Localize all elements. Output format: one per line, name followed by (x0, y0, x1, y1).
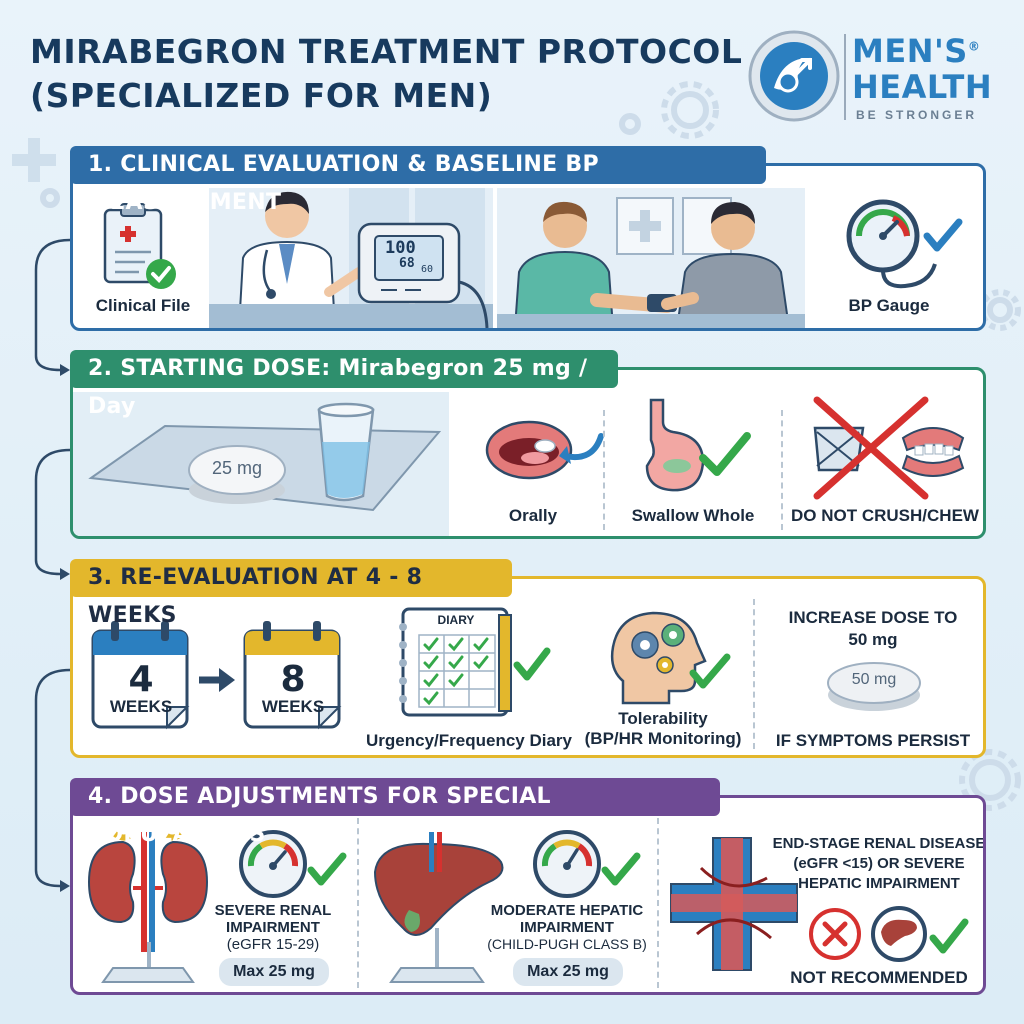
do-not-crush-label: DO NOT CRUSH/CHEW (791, 506, 979, 525)
hepatic-line-3: (CHILD-PUGH CLASS B) (487, 936, 647, 952)
diary-label: Urgency/Frequency Diary (366, 731, 572, 750)
renal-line-2: IMPAIRMENT (226, 919, 320, 936)
bp-gauge-label: BP Gauge (848, 296, 930, 315)
section-3-panel: 4 WEEKS 8 WEEKS DIARY Urgency/Frequency … (70, 576, 986, 758)
pill-and-glass-illustration (88, 402, 442, 512)
doctor-scene: 100 68 60 (209, 188, 493, 328)
arrowhead-icon (60, 364, 70, 892)
esrd-line-3: HEPATIC IMPAIRMENT (798, 875, 960, 892)
divider (357, 818, 359, 988)
section-4-panel: SEVERE RENAL IMPAIRMENT (eGFR 15-29) Max… (70, 795, 986, 995)
esrd-line-1: END-STAGE RENAL DISEASE (772, 835, 986, 852)
calendar-8-number: 8 (280, 659, 306, 700)
renal-line-1: SEVERE RENAL (214, 902, 332, 919)
divider (603, 410, 605, 530)
section-2-header: 2. STARTING DOSE: Mirabegron 25 mg / Day (70, 350, 618, 419)
calendar-4-weeks: WEEKS (109, 697, 173, 716)
kidneys-icon (87, 831, 209, 983)
divider (657, 818, 659, 988)
divider (781, 410, 783, 530)
section-1-panel: Clinical File 100 68 60 (70, 163, 986, 331)
tolerability-line-1: Tolerability (618, 709, 708, 728)
logo-brand-line-2: HEALTH (852, 68, 993, 106)
tolerability-line-2: (BP/HR Monitoring) (584, 729, 742, 748)
clipboard-icon (103, 203, 176, 289)
hepatic-impairment-label: MODERATE HEPATIC IMPAIRMENT (CHILD-PUGH … (487, 902, 647, 953)
flow-connector (34, 238, 71, 888)
plus-icon (12, 138, 56, 182)
pill-50mg-icon (827, 662, 921, 711)
hepatic-line-1: MODERATE HEPATIC (490, 902, 644, 919)
renal-max-dose-badge: Max 25 mg (219, 958, 329, 986)
pill-dose-label: 25 mg (211, 458, 263, 478)
page-title: MIRABEGRON TREATMENT PROTOCOL (SPECIALIZ… (30, 30, 750, 118)
mouth-icon (485, 420, 604, 480)
symptoms-persist-label: IF SYMPTOMS PERSIST (775, 731, 971, 750)
esrd-line-2: (eGFR <15) OR SEVERE (793, 855, 965, 872)
renal-line-3: (eGFR 15-29) (226, 936, 320, 953)
stomach-icon (645, 398, 751, 492)
bp-monitor-systolic: 100 (385, 238, 416, 258)
head-gears-icon (610, 611, 731, 705)
blood-vessels-icon (670, 837, 798, 971)
logo-brand-line-1: MEN'S® (852, 32, 981, 70)
patient-illustration (497, 197, 805, 328)
mens-health-logo: MEN'S® HEALTH BE STRONGER (748, 30, 1008, 126)
calendar-8-weeks: WEEKS (261, 697, 325, 716)
logo-tagline: BE STRONGER (856, 108, 978, 122)
title-line-2: (SPECIALIZED FOR MEN) (30, 76, 493, 115)
section-1-header: 1. CLINICAL EVALUATION & BASELINE BP MEA… (70, 146, 766, 215)
calendar-icon (91, 621, 190, 730)
arrow-right-icon (199, 668, 235, 692)
calendar-icon (243, 621, 342, 730)
do-not-crush-icon (813, 396, 965, 500)
divider (753, 599, 755, 749)
increase-dose-label: INCREASE DOSE TO 50 mg (763, 607, 983, 651)
diary-icon (399, 607, 551, 717)
section-4-header: 4. DOSE ADJUSTMENTS FOR SPECIAL POPULATI… (70, 778, 720, 847)
increase-dose-line-2: 50 mg (848, 630, 898, 649)
diary-title: DIARY (437, 613, 475, 627)
section-2-panel: 25 mg Orally Swallow Whole DO NOT CRUSH/… (70, 367, 986, 539)
calendar-4-number: 4 (128, 659, 154, 700)
swallow-whole-label: Swallow Whole (631, 506, 755, 525)
bp-monitor-diastolic: 68 (399, 256, 415, 271)
renal-impairment-label: SEVERE RENAL IMPAIRMENT (eGFR 15-29) (213, 902, 333, 953)
bp-monitor-pulse: 60 (421, 264, 434, 275)
logo-divider (844, 34, 846, 120)
tolerability-label: Tolerability (BP/HR Monitoring) (573, 709, 753, 749)
liver-icon (373, 832, 504, 983)
gauge-icon (239, 830, 347, 898)
pill-50mg-label: 50 mg (851, 671, 897, 688)
clinical-file-label: Clinical File (95, 296, 191, 315)
increase-dose-line-1: INCREASE DOSE TO (788, 608, 958, 627)
gauge-icon (533, 830, 641, 898)
patient-scene (497, 188, 805, 328)
hepatic-line-2: IMPAIRMENT (520, 919, 614, 936)
esrd-label: END-STAGE RENAL DISEASE (eGFR <15) OR SE… (769, 834, 986, 894)
title-line-1: MIRABEGRON TREATMENT PROTOCOL (30, 32, 743, 71)
not-recommended-label: NOT RECOMMENDED (790, 968, 968, 987)
bp-gauge-icon (846, 199, 963, 289)
section-3-header: 3. RE-EVALUATION AT 4 - 8 WEEKS (70, 559, 512, 628)
not-recommended-icons (809, 906, 969, 962)
doctor-illustration (209, 188, 493, 328)
mens-health-emblem-icon (748, 30, 840, 122)
orally-label: Orally (508, 506, 558, 525)
hepatic-max-dose-badge: Max 25 mg (513, 958, 623, 986)
